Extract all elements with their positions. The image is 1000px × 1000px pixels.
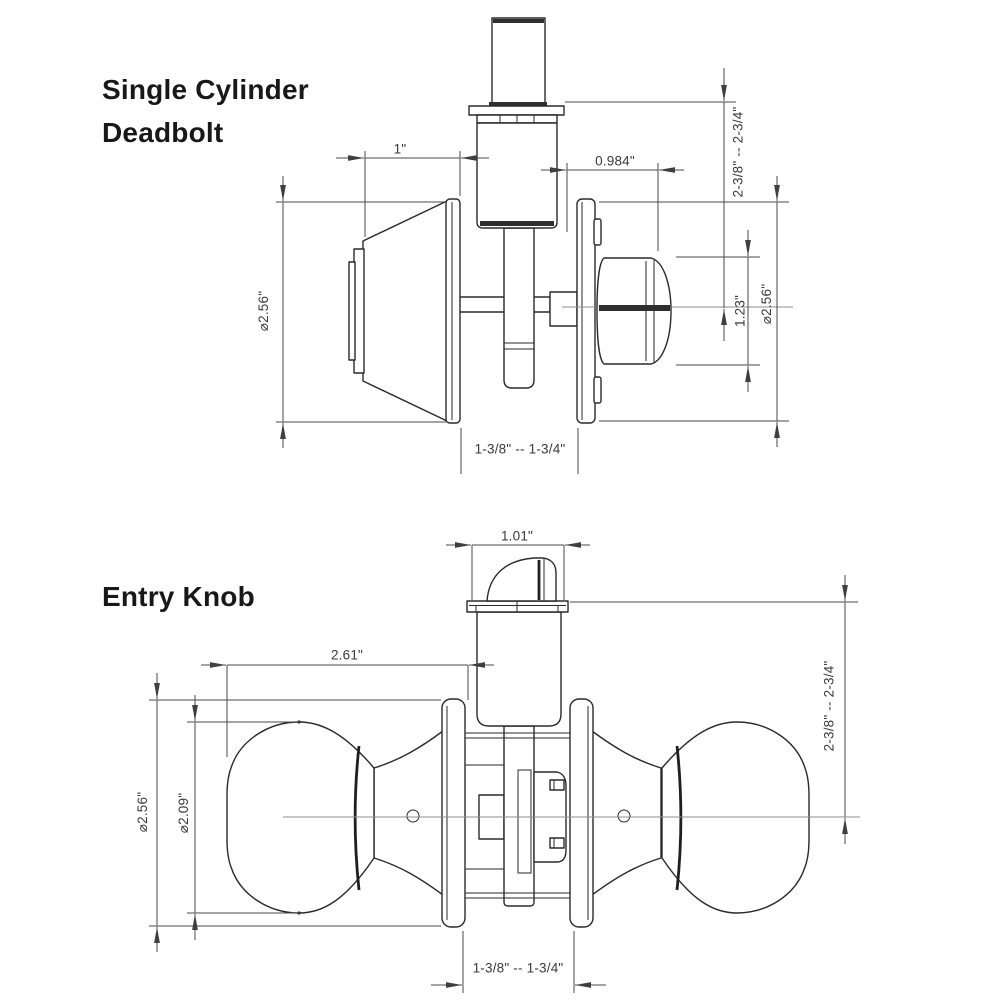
entry-knob-cylinder [476, 611, 562, 727]
deadbolt-dimension-lines [276, 68, 789, 474]
deadbolt-title-line1: Single Cylinder [102, 74, 309, 105]
dim-deadbolt-cylinder-width: 1" [393, 141, 407, 157]
deadbolt-housing [476, 122, 558, 229]
dim-entry-knob-diameter: ⌀2.09" [176, 792, 191, 834]
dim-entry-knob-depth: 2.61" [330, 647, 364, 663]
dim-deadbolt-interior-rose-diameter: ⌀2.56" [759, 283, 774, 325]
deadbolt-exterior-cylinder [348, 198, 461, 424]
dim-entry-backset: 2-3/8" -- 2-3/4" [821, 660, 837, 752]
entry-knob-chassis [465, 725, 570, 907]
dim-deadbolt-thumbturn-depth: 0.984" [595, 153, 635, 169]
dim-deadbolt-backset: 2-3/8" -- 2-3/4" [730, 106, 746, 198]
entry-knob-title: Entry Knob [102, 581, 255, 612]
dim-deadbolt-thumbturn-height: 1.23" [732, 294, 748, 328]
dim-deadbolt-door-thickness: 1-3/8" -- 1-3/4" [474, 441, 566, 457]
dim-entry-door-thickness: 1-3/8" -- 1-3/4" [472, 960, 564, 976]
right-rose-screw-hole [617, 809, 631, 823]
deadbolt-title: Single Cylinder Deadbolt [102, 68, 309, 154]
dim-deadbolt-exterior-rose-diameter: ⌀2.56" [256, 290, 271, 332]
deadbolt-title-line2: Deadbolt [102, 117, 224, 148]
dim-entry-latch-width: 1.01" [500, 528, 534, 544]
entry-knob-faceplate [466, 600, 569, 613]
deadbolt-drawing [276, 17, 793, 474]
left-rose-screw-hole [406, 809, 420, 823]
deadbolt-interior-rose [576, 198, 602, 424]
entry-knob-right-knob [617, 721, 810, 914]
deadbolt-faceplate [468, 105, 565, 124]
entry-knob-left-rose [441, 698, 466, 928]
entry-knob-right-neck [591, 730, 662, 896]
deadbolt-shaft [503, 227, 535, 389]
entry-knob-right-rose [569, 698, 594, 928]
entry-knob-dimension-lines [149, 542, 858, 993]
entry-knob-latch-bolt [486, 557, 557, 602]
entry-knob-drawing [149, 542, 860, 993]
deadbolt-thumbturn [596, 257, 672, 365]
deadbolt-bolt [489, 17, 547, 108]
entry-knob-left-neck [373, 730, 444, 896]
dim-entry-rose-diameter: ⌀2.56" [135, 791, 150, 833]
entry-knob-left-knob [226, 720, 420, 915]
